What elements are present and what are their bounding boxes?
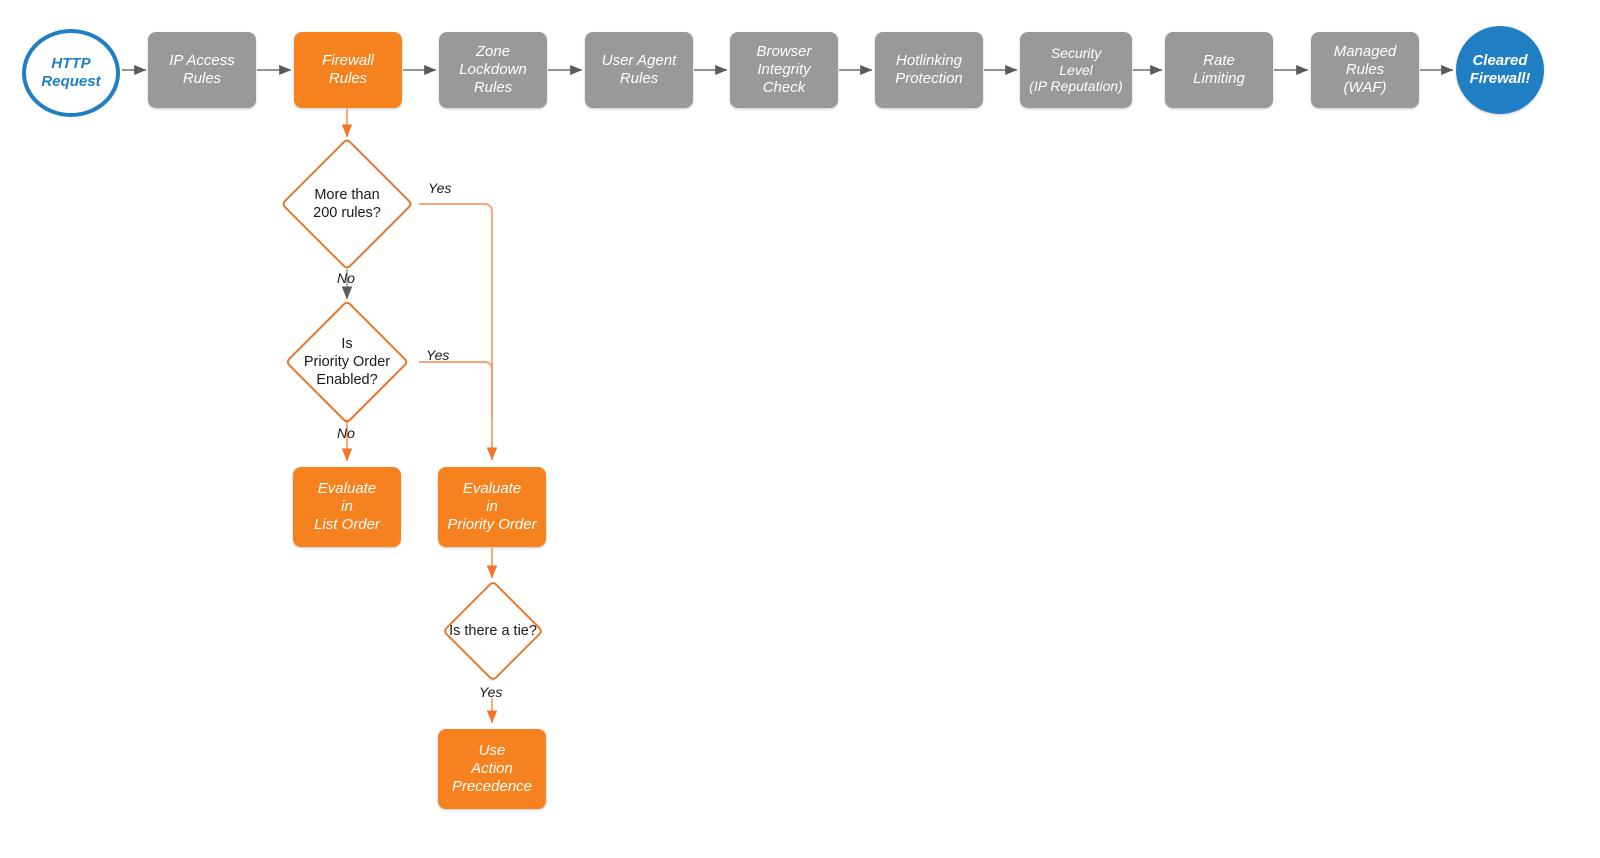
edge-label-no-priority-order: No	[337, 425, 355, 441]
node-label: Is Priority Order Enabled?	[303, 335, 391, 389]
node-ip-access-rules[interactable]: IP Access Rules	[148, 32, 256, 108]
node-firewall-rules[interactable]: Firewall Rules	[294, 32, 402, 108]
node-label: Evaluate in List Order	[314, 480, 380, 533]
node-label: Evaluate in Priority Order	[447, 480, 537, 533]
node-is-priority-order-enabled[interactable]: Is Priority Order Enabled?	[276, 299, 418, 425]
node-evaluate-in-priority-order[interactable]: Evaluate in Priority Order	[438, 467, 546, 547]
node-browser-integrity-check[interactable]: Browser Integrity Check	[730, 32, 838, 108]
node-user-agent-rules[interactable]: User Agent Rules	[585, 32, 693, 108]
node-label: User Agent Rules	[601, 52, 677, 87]
node-label: Rate Limiting	[1193, 52, 1245, 87]
node-label: Cleared Firewall!	[1469, 52, 1531, 87]
edge-label-yes-priority-order: Yes	[426, 347, 450, 363]
node-zone-lockdown-rules[interactable]: Zone Lockdown Rules	[439, 32, 547, 108]
edge-more-than-200-yes	[419, 203, 498, 461]
node-use-action-precedence[interactable]: Use Action Precedence	[438, 729, 546, 809]
node-http-request[interactable]: HTTP Request	[22, 29, 120, 117]
node-is-there-a-tie[interactable]: Is there a tie?	[425, 580, 561, 682]
node-evaluate-in-list-order[interactable]: Evaluate in List Order	[293, 467, 401, 547]
node-label: Security Level (IP Reputation)	[1029, 45, 1123, 95]
node-label: Is there a tie?	[449, 622, 537, 639]
node-security-level[interactable]: Security Level (IP Reputation)	[1020, 32, 1132, 108]
node-label: HTTP Request	[41, 55, 101, 90]
node-label: Managed Rules (WAF)	[1333, 43, 1397, 96]
node-label: More than 200 rules?	[313, 186, 381, 221]
node-hotlinking-protection[interactable]: Hotlinking Protection	[875, 32, 983, 108]
edge-label-yes-more-than-200: Yes	[428, 180, 452, 196]
node-label: Firewall Rules	[322, 52, 374, 87]
node-rate-limiting[interactable]: Rate Limiting	[1165, 32, 1273, 108]
node-label: IP Access Rules	[169, 52, 235, 87]
node-managed-rules-waf[interactable]: Managed Rules (WAF)	[1311, 32, 1419, 108]
node-cleared-firewall[interactable]: Cleared Firewall!	[1456, 26, 1544, 114]
node-label: Zone Lockdown Rules	[459, 43, 527, 96]
node-label: Hotlinking Protection	[895, 52, 963, 87]
node-label: Use Action Precedence	[451, 742, 533, 795]
edge-priority-order-yes	[419, 361, 493, 420]
edge-label-no-more-than-200: No	[337, 270, 355, 286]
node-more-than-200-rules[interactable]: More than 200 rules?	[276, 137, 418, 271]
edge-label-yes-is-there-a-tie: Yes	[479, 684, 503, 700]
node-label: Browser Integrity Check	[756, 43, 812, 96]
